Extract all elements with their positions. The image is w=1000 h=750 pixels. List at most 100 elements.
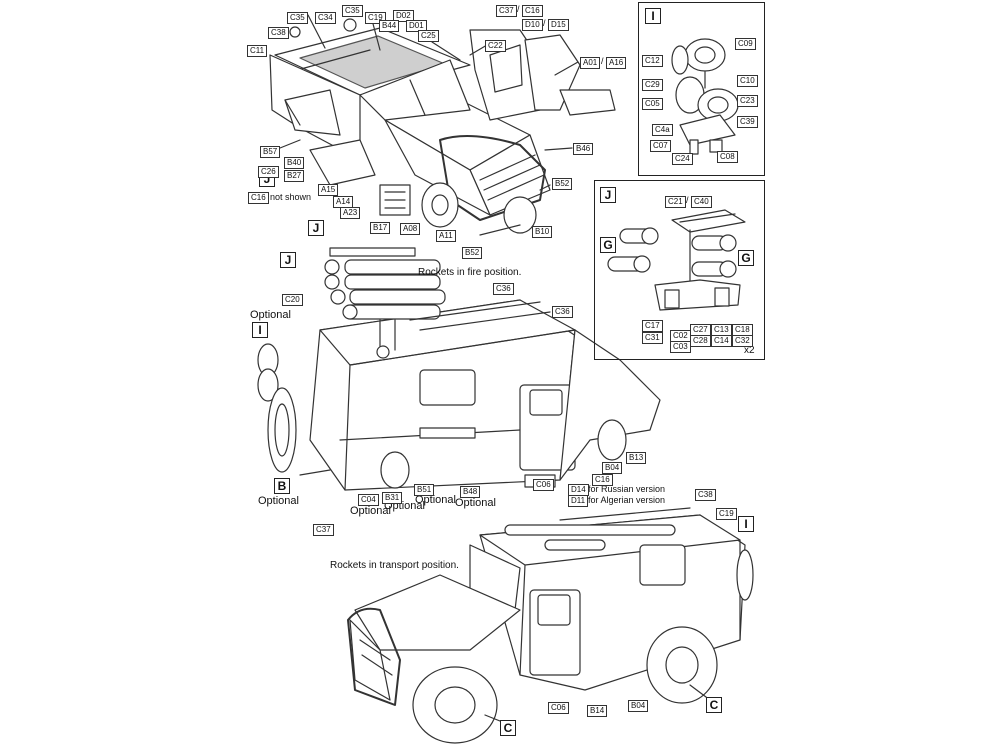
part-d15: D15 — [548, 19, 569, 31]
inset-j-drawing — [607, 209, 746, 311]
inset-i-label: I — [645, 8, 661, 24]
x2-caption: x2 — [744, 345, 755, 356]
part-c38-2: C38 — [695, 489, 716, 501]
part-b04-2: B04 — [628, 700, 649, 712]
inset-i-drawing — [671, 38, 739, 155]
part-c22: C22 — [485, 40, 506, 52]
part-b40: B40 — [284, 157, 305, 169]
not-shown-note: not shown — [270, 192, 312, 202]
inset-j-frame — [594, 180, 765, 360]
part-a01: A01 — [580, 57, 601, 69]
optional-label-b48: Optional — [455, 497, 496, 509]
part-c08: C08 — [717, 151, 738, 163]
algerian-note: for Algerian version — [588, 495, 666, 505]
part-b52-2: B52 — [462, 247, 483, 259]
part-b44: B44 — [379, 20, 400, 32]
optional-label-c04: Optional — [350, 505, 391, 517]
fire-position-vehicle-drawing — [257, 247, 661, 491]
part-c20: C20 — [282, 294, 303, 306]
part-c21: C21 — [665, 196, 686, 208]
g-left-label: G — [600, 237, 616, 253]
slash-d10-d15: / — [543, 18, 546, 28]
part-b04-1: B04 — [602, 462, 623, 474]
part-d11: D11 — [568, 495, 589, 507]
part-b13: B13 — [626, 452, 647, 464]
part-c06-2: C06 — [548, 702, 569, 714]
inset-i-frame — [638, 2, 765, 176]
part-c14: C14 — [711, 335, 732, 347]
part-c05: C05 — [642, 98, 663, 110]
part-b31: B31 — [382, 492, 403, 504]
part-a11: A11 — [436, 230, 456, 242]
part-c03: C03 — [670, 341, 691, 353]
part-c37-1: C37 — [496, 5, 517, 17]
part-b46: B46 — [573, 143, 594, 155]
part-b57: B57 — [260, 146, 281, 158]
optional-label-b: Optional — [258, 495, 299, 507]
part-c34: C34 — [315, 12, 336, 24]
part-a23: A23 — [340, 207, 361, 219]
inset-j-label: J — [600, 187, 616, 203]
part-a16: A16 — [606, 57, 627, 69]
j-pod-label-1: J — [308, 220, 324, 236]
part-c06-1: C06 — [533, 479, 554, 491]
part-c36-2: C36 — [552, 306, 573, 318]
c-front-label: C — [500, 720, 516, 736]
part-c19-2: C19 — [716, 508, 737, 520]
part-c17: C17 — [642, 320, 663, 332]
part-b17: B17 — [370, 222, 391, 234]
optional-label-b51: Optional — [415, 494, 456, 506]
i-spare-label: I — [252, 322, 268, 338]
part-c35-2: C35 — [342, 5, 363, 17]
part-c11: C11 — [247, 45, 268, 57]
part-c24: C24 — [672, 153, 693, 165]
part-b10: B10 — [532, 226, 553, 238]
i-rear-label: I — [738, 516, 754, 532]
part-c23: C23 — [737, 95, 758, 107]
part-c26: C26 — [258, 166, 279, 178]
exploded-vehicle-drawing — [269, 14, 616, 236]
part-c16-1: C16 — [522, 5, 543, 17]
g-right-label: G — [738, 250, 754, 266]
part-a15: A15 — [318, 184, 339, 196]
part-c07: C07 — [650, 140, 671, 152]
part-c28: C28 — [690, 335, 711, 347]
part-c40: C40 — [691, 196, 712, 208]
optional-label-i: Optional — [250, 309, 291, 321]
slash-a01-a16: / — [601, 56, 604, 66]
slash-c21-c40: / — [686, 195, 689, 205]
c-rear-label: C — [706, 697, 722, 713]
part-c4a: C4a — [652, 124, 673, 136]
part-c38-1: C38 — [268, 27, 289, 39]
part-c37-2: C37 — [313, 524, 334, 536]
part-d02: D02 — [393, 10, 414, 22]
part-c12: C12 — [642, 55, 663, 67]
part-b51: B51 — [414, 484, 435, 496]
transport-position-vehicle-drawing — [347, 507, 754, 744]
part-c25: C25 — [418, 30, 439, 42]
slash-c37-c16: / — [517, 4, 520, 14]
part-c32: C32 — [732, 335, 753, 347]
fire-position-caption: Rockets in fire position. — [418, 267, 522, 278]
b-label: B — [274, 478, 290, 494]
part-c36-1: C36 — [493, 283, 514, 295]
part-d10: D10 — [522, 19, 543, 31]
part-b27: B27 — [284, 170, 305, 182]
part-c04: C04 — [358, 494, 379, 506]
part-c10: C10 — [737, 75, 758, 87]
part-c35-1: C35 — [287, 12, 308, 24]
part-c16-2: C16 — [248, 192, 269, 204]
part-c39: C39 — [737, 116, 758, 128]
part-c29: C29 — [642, 79, 663, 91]
part-b14: B14 — [587, 705, 608, 717]
transport-position-caption: Rockets in transport position. — [330, 560, 459, 571]
part-c31: C31 — [642, 332, 663, 344]
russian-note: for Russian version — [588, 484, 666, 494]
part-b48: B48 — [460, 486, 481, 498]
part-b52-1: B52 — [552, 178, 573, 190]
part-c16-3: C16 — [592, 474, 613, 486]
part-a08: A08 — [400, 223, 421, 235]
part-d01: D01 — [406, 20, 427, 32]
